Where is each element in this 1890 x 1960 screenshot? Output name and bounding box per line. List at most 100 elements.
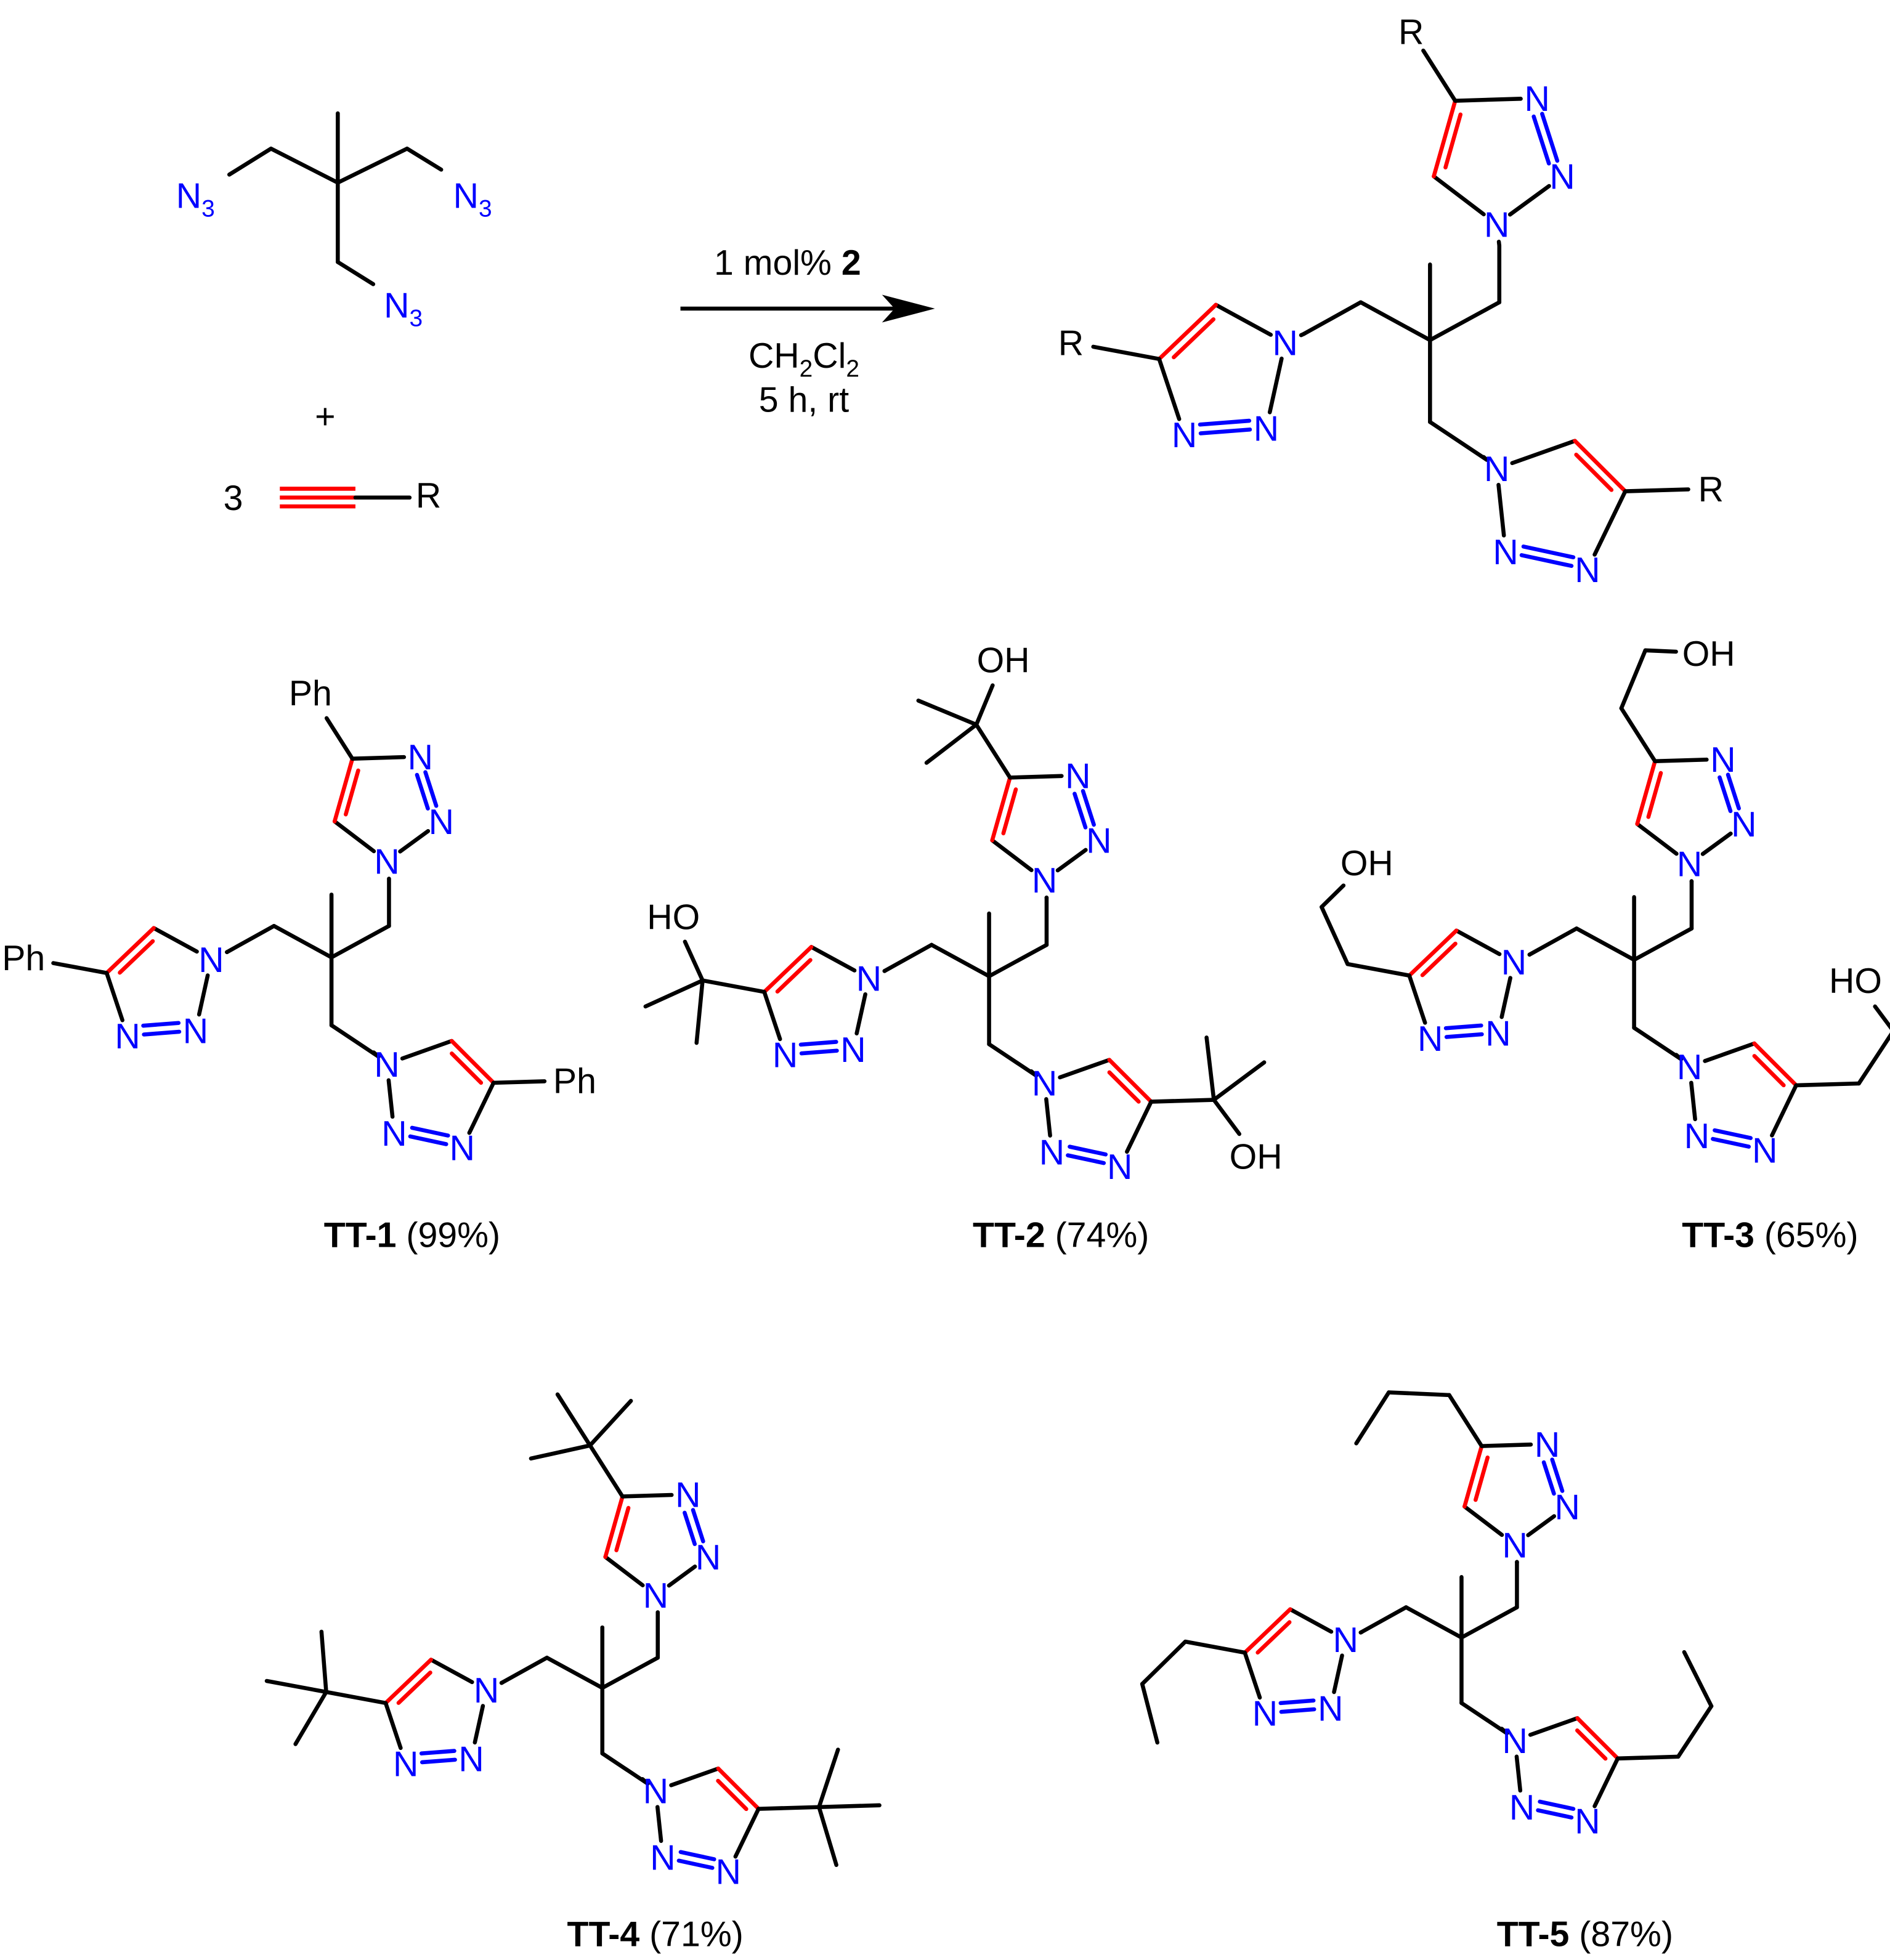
hydroxyl-label: OH [1340,844,1393,883]
methylene-arm-bond [1527,926,1579,957]
substituent-bond [700,978,766,994]
nitrogen-label: N [183,1011,208,1051]
substituent-bond [491,1079,547,1085]
product-yield: (71%) [649,1915,744,1954]
triazole-nn-double-bond [1066,1153,1106,1165]
triazole-bond [104,971,124,1023]
nitrogen-label: N [198,941,224,980]
triazole-bond [383,1701,403,1751]
nitrogen-label: N [1677,1048,1702,1087]
c-o-bond [1320,883,1346,909]
triazole-nn-double-bond [1444,1032,1484,1039]
single-bond [336,147,410,185]
triazole-bond [620,1492,674,1499]
substituent-bond [974,723,1012,780]
triazole-nn-double-bond [1443,1023,1483,1031]
substituent-bond [1447,1393,1484,1448]
propyl-bond [1354,1390,1391,1446]
triazole-cc-double-bond [1243,1607,1292,1655]
triazole-bond [386,1078,395,1119]
methyl-bond [817,1805,838,1868]
triazole-nn-double-bond [1278,1698,1316,1706]
nitrogen-label: N [675,1476,700,1515]
triazole-cc-double-bond [332,756,355,824]
triazole-nn-double-bond [415,772,430,811]
nitrogen-label: N [1535,1425,1560,1465]
c-o-bond [1873,1004,1890,1031]
nitrogen-label: N [393,1744,418,1784]
solvent-part: CH [748,336,800,376]
single-bond [336,260,376,286]
triazole-bond [197,973,210,1017]
solvent-part: Cl [813,336,846,376]
nitrogen-label: N [1172,416,1197,455]
methyl-bond [1212,1060,1267,1102]
methylene-arm-bond [371,1050,381,1059]
nitrogen-label: N [1575,551,1600,590]
ethylene-bond [1320,905,1350,966]
triazole-cc-double-bond [716,1778,748,1812]
triazole-cc-double-bond [1575,1728,1608,1761]
triazole-nn-double-bond [1536,1808,1574,1820]
triazole-bond [1157,357,1182,421]
nitrogen-label: N [716,1852,741,1892]
methylene-arm-bond [272,923,334,960]
triazole-bond [1592,1756,1620,1808]
triazole-cc-double-bond [1432,99,1458,179]
catalyst-text: 1 mol% 2 [714,243,861,283]
triazole-bond [1703,1041,1757,1063]
methylene-arm-bond [1574,926,1636,962]
propyl-bond [1140,1682,1159,1745]
triazole-nn-double-bond [798,1040,838,1047]
solvent-subscript: 2 [846,355,859,382]
product-yield-spacer [1569,1915,1579,1954]
nitrogen-label: N [1502,1526,1527,1565]
triazole-nn-double-bond [1538,1799,1576,1811]
triazole-cc-double-bond [104,926,156,975]
product-yield-spacer [639,1915,649,1954]
product-id: TT-2 [973,1216,1045,1255]
triazole-cc-double-bond [1752,1041,1798,1088]
propyl-bond [1140,1639,1188,1687]
triazole-nn-double-bond [1550,1457,1565,1493]
methylene-arm-bond [1358,1605,1408,1635]
triazole-cc-double-bond [1635,759,1657,826]
triazole-bond [733,1807,761,1859]
methylene-arm-bond [987,1042,1039,1078]
catalyst-loading: 1 mol% [714,243,842,283]
substituent-label: R [1058,324,1084,363]
azide-subscript: 3 [410,306,423,332]
substituent-bond [1345,962,1411,978]
triazole-cc-double-bond [1574,452,1614,492]
triazole-bond [332,819,376,854]
triazole-cc-double-bond [603,1494,625,1559]
triazole-bond [398,828,431,854]
triazole-bond [1479,1442,1533,1448]
nitrogen-label: N [1252,1695,1278,1734]
triazole-bond [1407,973,1427,1025]
triazole-cc-double-bond [762,945,814,994]
triazole-nn-double-bond [1726,772,1741,811]
nitrogen-label: N [1485,1014,1511,1054]
triazole-nn-double-bond [1519,553,1574,569]
triazole-cc-double-bond [1407,928,1459,978]
methylene-arm-bond [1459,1605,1519,1640]
alkyne-equivalents: 3 [224,479,243,518]
triazole-nn-double-bond [799,1048,839,1056]
nitrogen-label: N [840,1031,866,1070]
product-id: TT-1 [324,1216,397,1255]
triazole-bond [854,992,867,1035]
nitrogen-label: N [1575,1802,1600,1842]
substituent-bond [1619,706,1657,764]
triazole-bond [467,1080,496,1135]
product-yield: (99%) [406,1216,500,1255]
nitrogen-label: N [1107,1148,1132,1187]
nitrogen-label: N [1065,756,1090,796]
triazole-nn-double-bond [1718,775,1733,813]
methylene-arm-bond [1358,300,1432,342]
triazole-bond [429,1658,474,1685]
nitrogen-label: N [1710,740,1735,780]
product-caption: TT-5 (87%) [1497,1915,1673,1954]
methylene-arm-bond [929,942,991,979]
time-temperature: 5 h, rt [759,381,849,420]
